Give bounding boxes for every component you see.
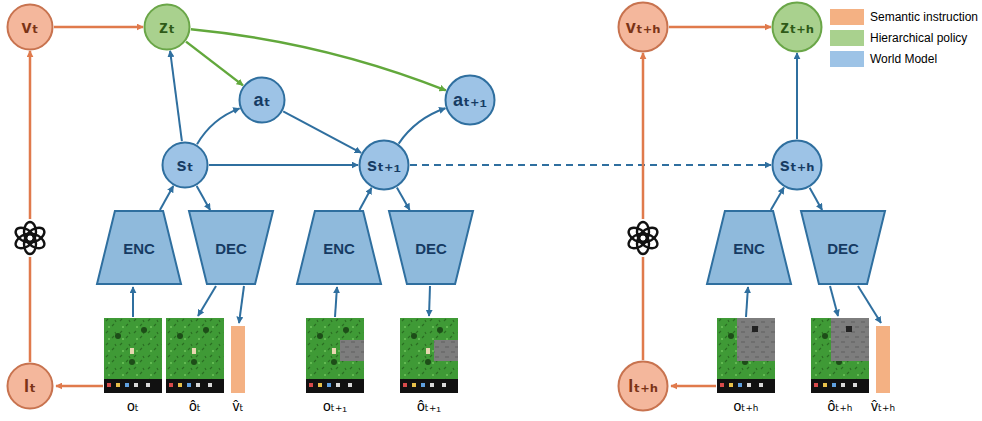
connector-arrow [209,164,358,166]
connector-arrow [54,26,143,29]
decoder-trapezoid: DEC [800,210,886,285]
frame-label: ôₜ₊₁ [417,398,441,414]
frame-to-instruction-arrows [56,385,716,388]
module-label: DEC [188,239,274,256]
state-circle: zₜ [143,3,191,51]
frame-label: ôₜ₊ₕ [828,398,853,414]
game-frame [717,318,775,393]
state-label: aₜ [238,89,286,111]
frame-label: v̂ₜ₊ₕ [871,398,895,414]
instruction-bar [231,326,245,393]
legend-text: Hierarchical policy [870,31,967,45]
connector-arrow [399,108,446,143]
connector-arrow [642,53,645,360]
connector-arrow [669,26,771,29]
state-label: zₜ₊ₕ [771,16,823,38]
legend-swatch [830,9,864,25]
legend-text: World Model [870,52,937,66]
game-frame [400,318,458,393]
module-label: ENC [706,239,792,256]
connector-arrow [29,51,32,362]
llm-logo [13,222,47,254]
llm-logo-ground [11,219,49,257]
frame-label: oₜ₊ₕ [734,398,759,414]
connector-arrow [796,53,798,139]
legend-entry: Hierarchical policy [830,27,978,48]
legend-swatch [830,30,864,46]
module-label: DEC [388,239,474,256]
frame-label: oₜ₊₁ [323,398,347,414]
game-frame [811,318,869,393]
state-label: sₜ₊₁ [358,154,410,176]
legend-text: Semantic instruction [870,10,978,24]
encoder-trapezoid: ENC [296,210,382,285]
connector-arrow [359,188,371,210]
connector-arrow [170,51,182,141]
encoder-trapezoid: ENC [706,210,792,285]
legend: Semantic instructionHierarchical policyW… [830,6,978,69]
state-label: sₜ₊ₕ [771,154,823,176]
llm-logo [626,222,660,254]
connector-arrow [186,42,243,86]
state-circle: zₜ₊ₕ [771,1,823,53]
connector-arrow [283,111,361,152]
connector-arrow [397,188,410,210]
state-circle: sₜ₊₁ [358,139,410,191]
encoder-trapezoid: ENC [96,210,182,285]
state-circle: sₜ₊ₕ [771,139,823,191]
legend-entry: Semantic instruction [830,6,978,27]
connector-arrow [771,187,784,210]
decoder-trapezoid: DEC [388,210,474,285]
instruction-bar [876,326,890,393]
game-frame [166,318,224,393]
state-circle: aₜ [238,76,286,124]
state-label: sₜ [161,154,209,176]
state-label: zₜ [143,16,191,38]
module-label: DEC [800,239,886,256]
legend-entry: World Model [830,48,978,69]
state-circle: aₜ₊₁ [444,74,496,126]
module-label: ENC [296,239,382,256]
state-circle: lₜ₊ₕ [617,360,669,412]
decoder-trapezoid: DEC [188,210,274,285]
module-label: ENC [96,239,182,256]
game-frame [306,318,364,393]
state-circle: vₜ₊ₕ [617,1,669,53]
state-circle: vₜ [6,3,54,51]
legend-swatch [830,51,864,67]
connector-arrow [160,186,173,210]
frame-label: oₜ [127,398,139,414]
connector-arrow [191,29,446,90]
connector-arrow [197,108,239,144]
state-circle: sₜ [161,141,209,189]
connector-arrow [410,164,771,166]
state-label: lₜ₊ₕ [617,375,669,397]
llm-logo-ground [624,219,662,257]
state-circle: lₜ [6,362,54,410]
state-label: vₜ [6,16,54,38]
state-label: aₜ₊₁ [444,89,496,111]
frame-arrows [133,286,881,323]
state-label: vₜ₊ₕ [617,16,669,38]
connector-arrow [197,186,210,210]
frame-label: v̂ₜ [232,398,243,414]
game-frame [104,318,162,393]
state-label: lₜ [6,375,54,397]
frame-label: ôₜ [189,398,201,414]
connector-arrow [810,188,822,210]
